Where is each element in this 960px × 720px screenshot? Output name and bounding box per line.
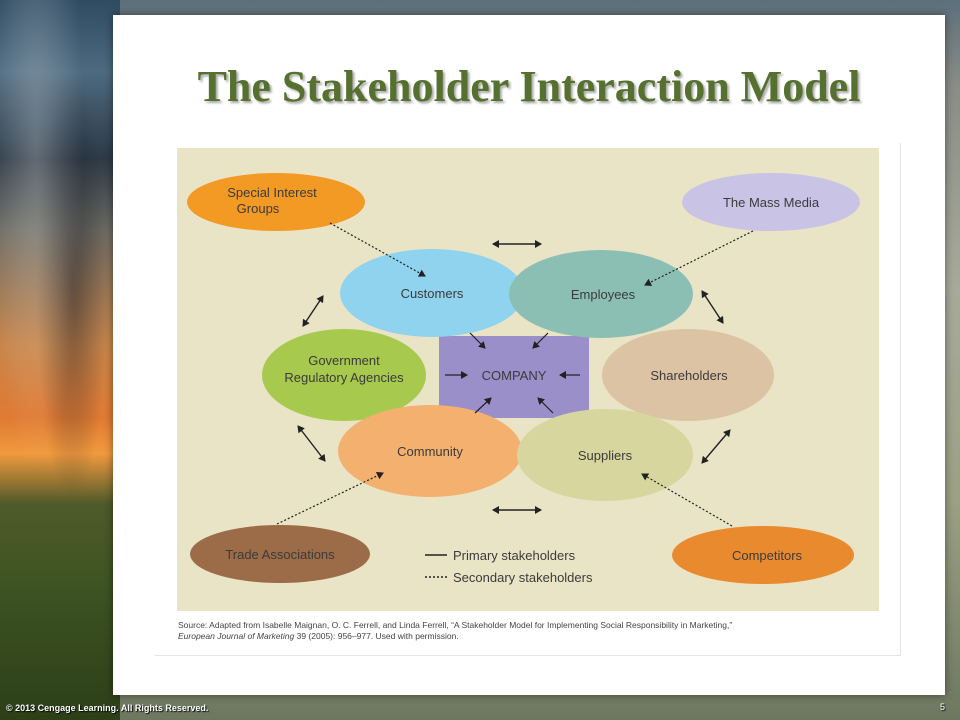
suppliers-label: Suppliers	[578, 448, 633, 463]
special-interest-label-line2: Groups	[237, 201, 280, 216]
legend-secondary-label: Secondary stakeholders	[453, 570, 593, 585]
community-to-company-arrow	[474, 397, 492, 414]
lower-left-double-arrow	[297, 425, 326, 462]
government-ellipse	[262, 329, 426, 421]
mass-media-ellipse	[682, 173, 860, 231]
employees-ellipse	[509, 250, 693, 338]
trade-associations-label: Trade Associations	[225, 547, 335, 562]
mass-media-label: The Mass Media	[723, 195, 820, 210]
page-number: 5	[940, 702, 946, 712]
upper-right-double-arrow	[701, 290, 724, 324]
stakeholder-diagram: COMPANY Customers Employees Government R…	[177, 148, 879, 611]
company-label: COMPANY	[482, 368, 547, 383]
special-interest-ellipse	[187, 173, 365, 231]
mass-media-arrow	[644, 230, 754, 286]
background-photo	[0, 0, 120, 720]
competitors-arrow	[641, 473, 733, 527]
competitors-ellipse	[672, 526, 854, 584]
diagram-figure: COMPANY Customers Employees Government R…	[155, 143, 901, 656]
shareholders-ellipse	[602, 329, 774, 421]
shareholders-label: Shareholders	[650, 368, 728, 383]
source-citation: Source: Adapted from Isabelle Maignan, O…	[178, 620, 878, 643]
competitors-label: Competitors	[732, 548, 803, 563]
customers-ellipse	[340, 249, 524, 337]
community-label: Community	[397, 444, 463, 459]
copyright-footer: © 2013 Cengage Learning. All Rights Rese…	[6, 703, 209, 713]
employees-to-company-arrow	[532, 332, 549, 349]
customers-to-company-arrow	[469, 332, 486, 349]
suppliers-to-company-arrow	[537, 397, 554, 414]
source-journal: European Journal of Marketing	[178, 631, 295, 642]
source-line1: Source: Adapted from Isabelle Maignan, O…	[178, 620, 733, 630]
customers-label: Customers	[401, 286, 464, 301]
government-label-line2: Regulatory Agencies	[284, 370, 404, 385]
community-ellipse	[338, 405, 522, 497]
legend-primary-label: Primary stakeholders	[453, 548, 576, 563]
government-label-line1: Government	[308, 353, 380, 368]
upper-left-double-arrow	[302, 295, 324, 327]
source-line2-rest: 39 (2005): 956–977. Used with permission…	[294, 631, 459, 642]
lower-right-double-arrow	[701, 429, 731, 464]
source-line2: European Journal of Marketing 39 (2005):…	[178, 631, 878, 642]
trade-associations-ellipse	[190, 525, 370, 583]
employees-label: Employees	[571, 287, 636, 302]
special-interest-label-line1: Special Interest	[227, 185, 317, 200]
slide-title: The Stakeholder Interaction Model	[197, 62, 861, 111]
